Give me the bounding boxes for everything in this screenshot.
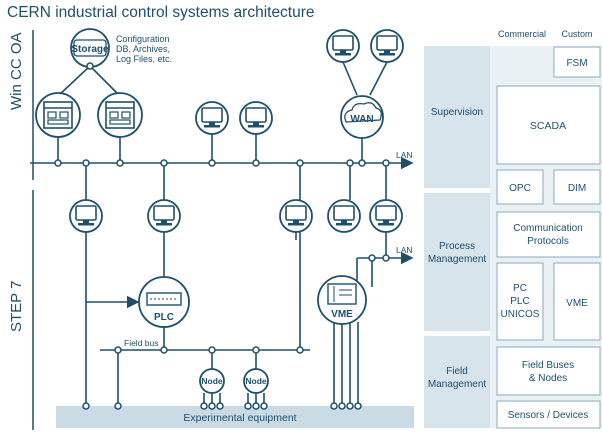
- wan-workstation-1: [326, 29, 360, 63]
- unicos-label: UNICOS: [501, 309, 540, 320]
- workstation-1: [195, 101, 229, 135]
- pc-label: PC: [513, 283, 527, 294]
- field-node-2: [243, 368, 269, 394]
- fsm-label: FSM: [566, 58, 587, 69]
- process-workstation-4: [327, 199, 361, 233]
- process-layer-panel: [424, 193, 490, 331]
- storage-note-line1: Configuration: [116, 34, 170, 44]
- process-workstation-5: [369, 199, 403, 233]
- process-label-line1: Process: [439, 241, 475, 252]
- step7-label: STEP 7: [8, 281, 25, 332]
- custom-header: Custom: [561, 29, 592, 39]
- vme-node: [317, 275, 367, 325]
- node-label-1: Node: [201, 376, 223, 386]
- communication-label-line2: Protocols: [527, 236, 569, 247]
- lan-label-bottom: LAN: [396, 245, 413, 255]
- vme-label: VME: [331, 309, 353, 320]
- process-workstation-1: [69, 199, 103, 233]
- experimental-equipment-label: Experimental equipment: [183, 412, 296, 424]
- pc-plc-unicos-box: [496, 262, 544, 341]
- sensors-devices-label: Sensors / Devices: [508, 410, 589, 421]
- field-label-line1: Field: [446, 366, 468, 377]
- wincc-oa-label: Win CC OA: [8, 32, 25, 110]
- wan-label: WAN: [350, 114, 373, 125]
- experimental-equipment-band: [56, 406, 414, 428]
- field-buses-box: [496, 346, 601, 396]
- commercial-header: Commercial: [498, 29, 546, 39]
- fsm-box: [553, 46, 601, 78]
- field-node-1: [199, 368, 225, 394]
- storage-label: Storage: [71, 44, 109, 55]
- sensors-devices-box: [496, 400, 601, 429]
- supervision-layer-panel: [424, 46, 490, 188]
- scada-label: SCADA: [530, 120, 566, 132]
- node-label-2: Node: [245, 376, 267, 386]
- scada-box: [496, 85, 601, 165]
- process-workstation-3: [279, 199, 313, 233]
- plc-box-label: PLC: [510, 296, 529, 307]
- vme-box-label: VME: [566, 298, 588, 309]
- server-right: [97, 92, 143, 138]
- storage-node: [70, 28, 110, 70]
- vme-box: [553, 262, 601, 341]
- field-label-line2: Management: [428, 379, 487, 390]
- process-workstation-2: [147, 199, 181, 233]
- wan-workstation-2: [370, 29, 404, 63]
- communication-label-line1: Communication: [513, 223, 582, 234]
- field-buses-label-line2: & Nodes: [529, 373, 567, 384]
- process-label-line2: Management: [428, 254, 487, 265]
- storage-note-line2: DB, Archives,: [116, 44, 170, 54]
- workstation-2: [239, 101, 273, 135]
- dim-label: DIM: [568, 183, 586, 194]
- dim-box: [553, 169, 601, 205]
- field-layer-panel: [424, 336, 490, 428]
- field-bus-label: Field bus: [124, 338, 159, 348]
- communication-protocols-box: [496, 211, 601, 258]
- opc-label: OPC: [509, 183, 531, 194]
- plc-label: PLC: [154, 312, 174, 323]
- plc-node: [138, 276, 190, 328]
- lan-label-top: LAN: [396, 150, 413, 160]
- storage-note-line3: Log Files, etc.: [116, 54, 172, 64]
- opc-box: [496, 169, 544, 205]
- field-buses-label-line1: Field Buses: [522, 360, 574, 371]
- wan-node: [340, 95, 384, 139]
- supervision-label: Supervision: [431, 107, 483, 118]
- server-left: [35, 92, 81, 138]
- diagram-title: CERN industrial control systems architec…: [7, 4, 315, 21]
